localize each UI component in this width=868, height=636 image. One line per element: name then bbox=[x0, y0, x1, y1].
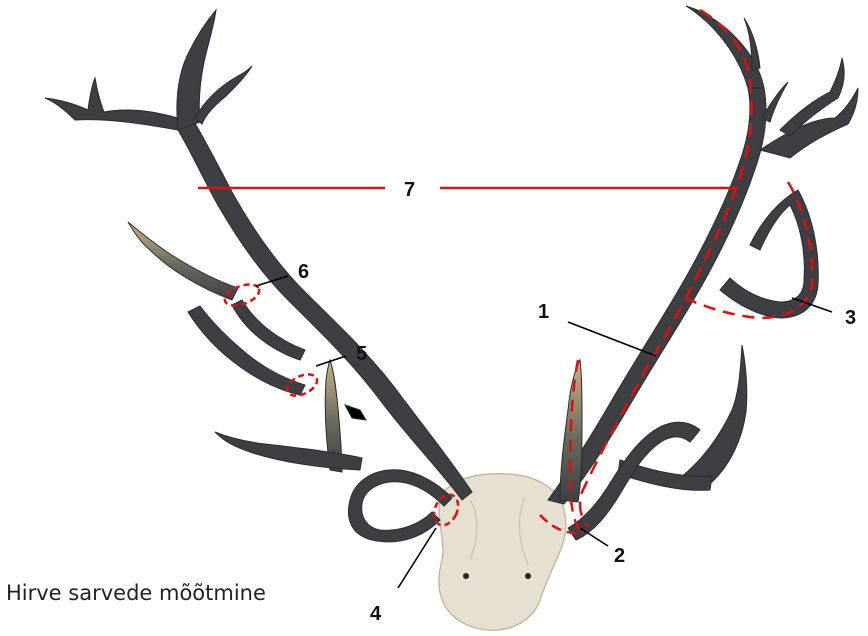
label-5: 5 bbox=[356, 343, 367, 365]
left-antler bbox=[45, 10, 472, 542]
right-antler bbox=[548, 6, 858, 540]
diagram-caption: Hirve sarvede mõõtmine bbox=[6, 581, 266, 605]
label-1: 1 bbox=[538, 301, 549, 323]
label-7: 7 bbox=[404, 179, 415, 201]
skull bbox=[439, 474, 566, 631]
label-6: 6 bbox=[298, 261, 309, 283]
skull-hole-left bbox=[463, 573, 469, 579]
label-2: 2 bbox=[614, 545, 625, 567]
leader-1 bbox=[568, 322, 656, 356]
skull-hole-right bbox=[525, 573, 531, 579]
label-3: 3 bbox=[845, 307, 856, 329]
label-4: 4 bbox=[370, 603, 382, 625]
leader-2 bbox=[580, 528, 608, 546]
